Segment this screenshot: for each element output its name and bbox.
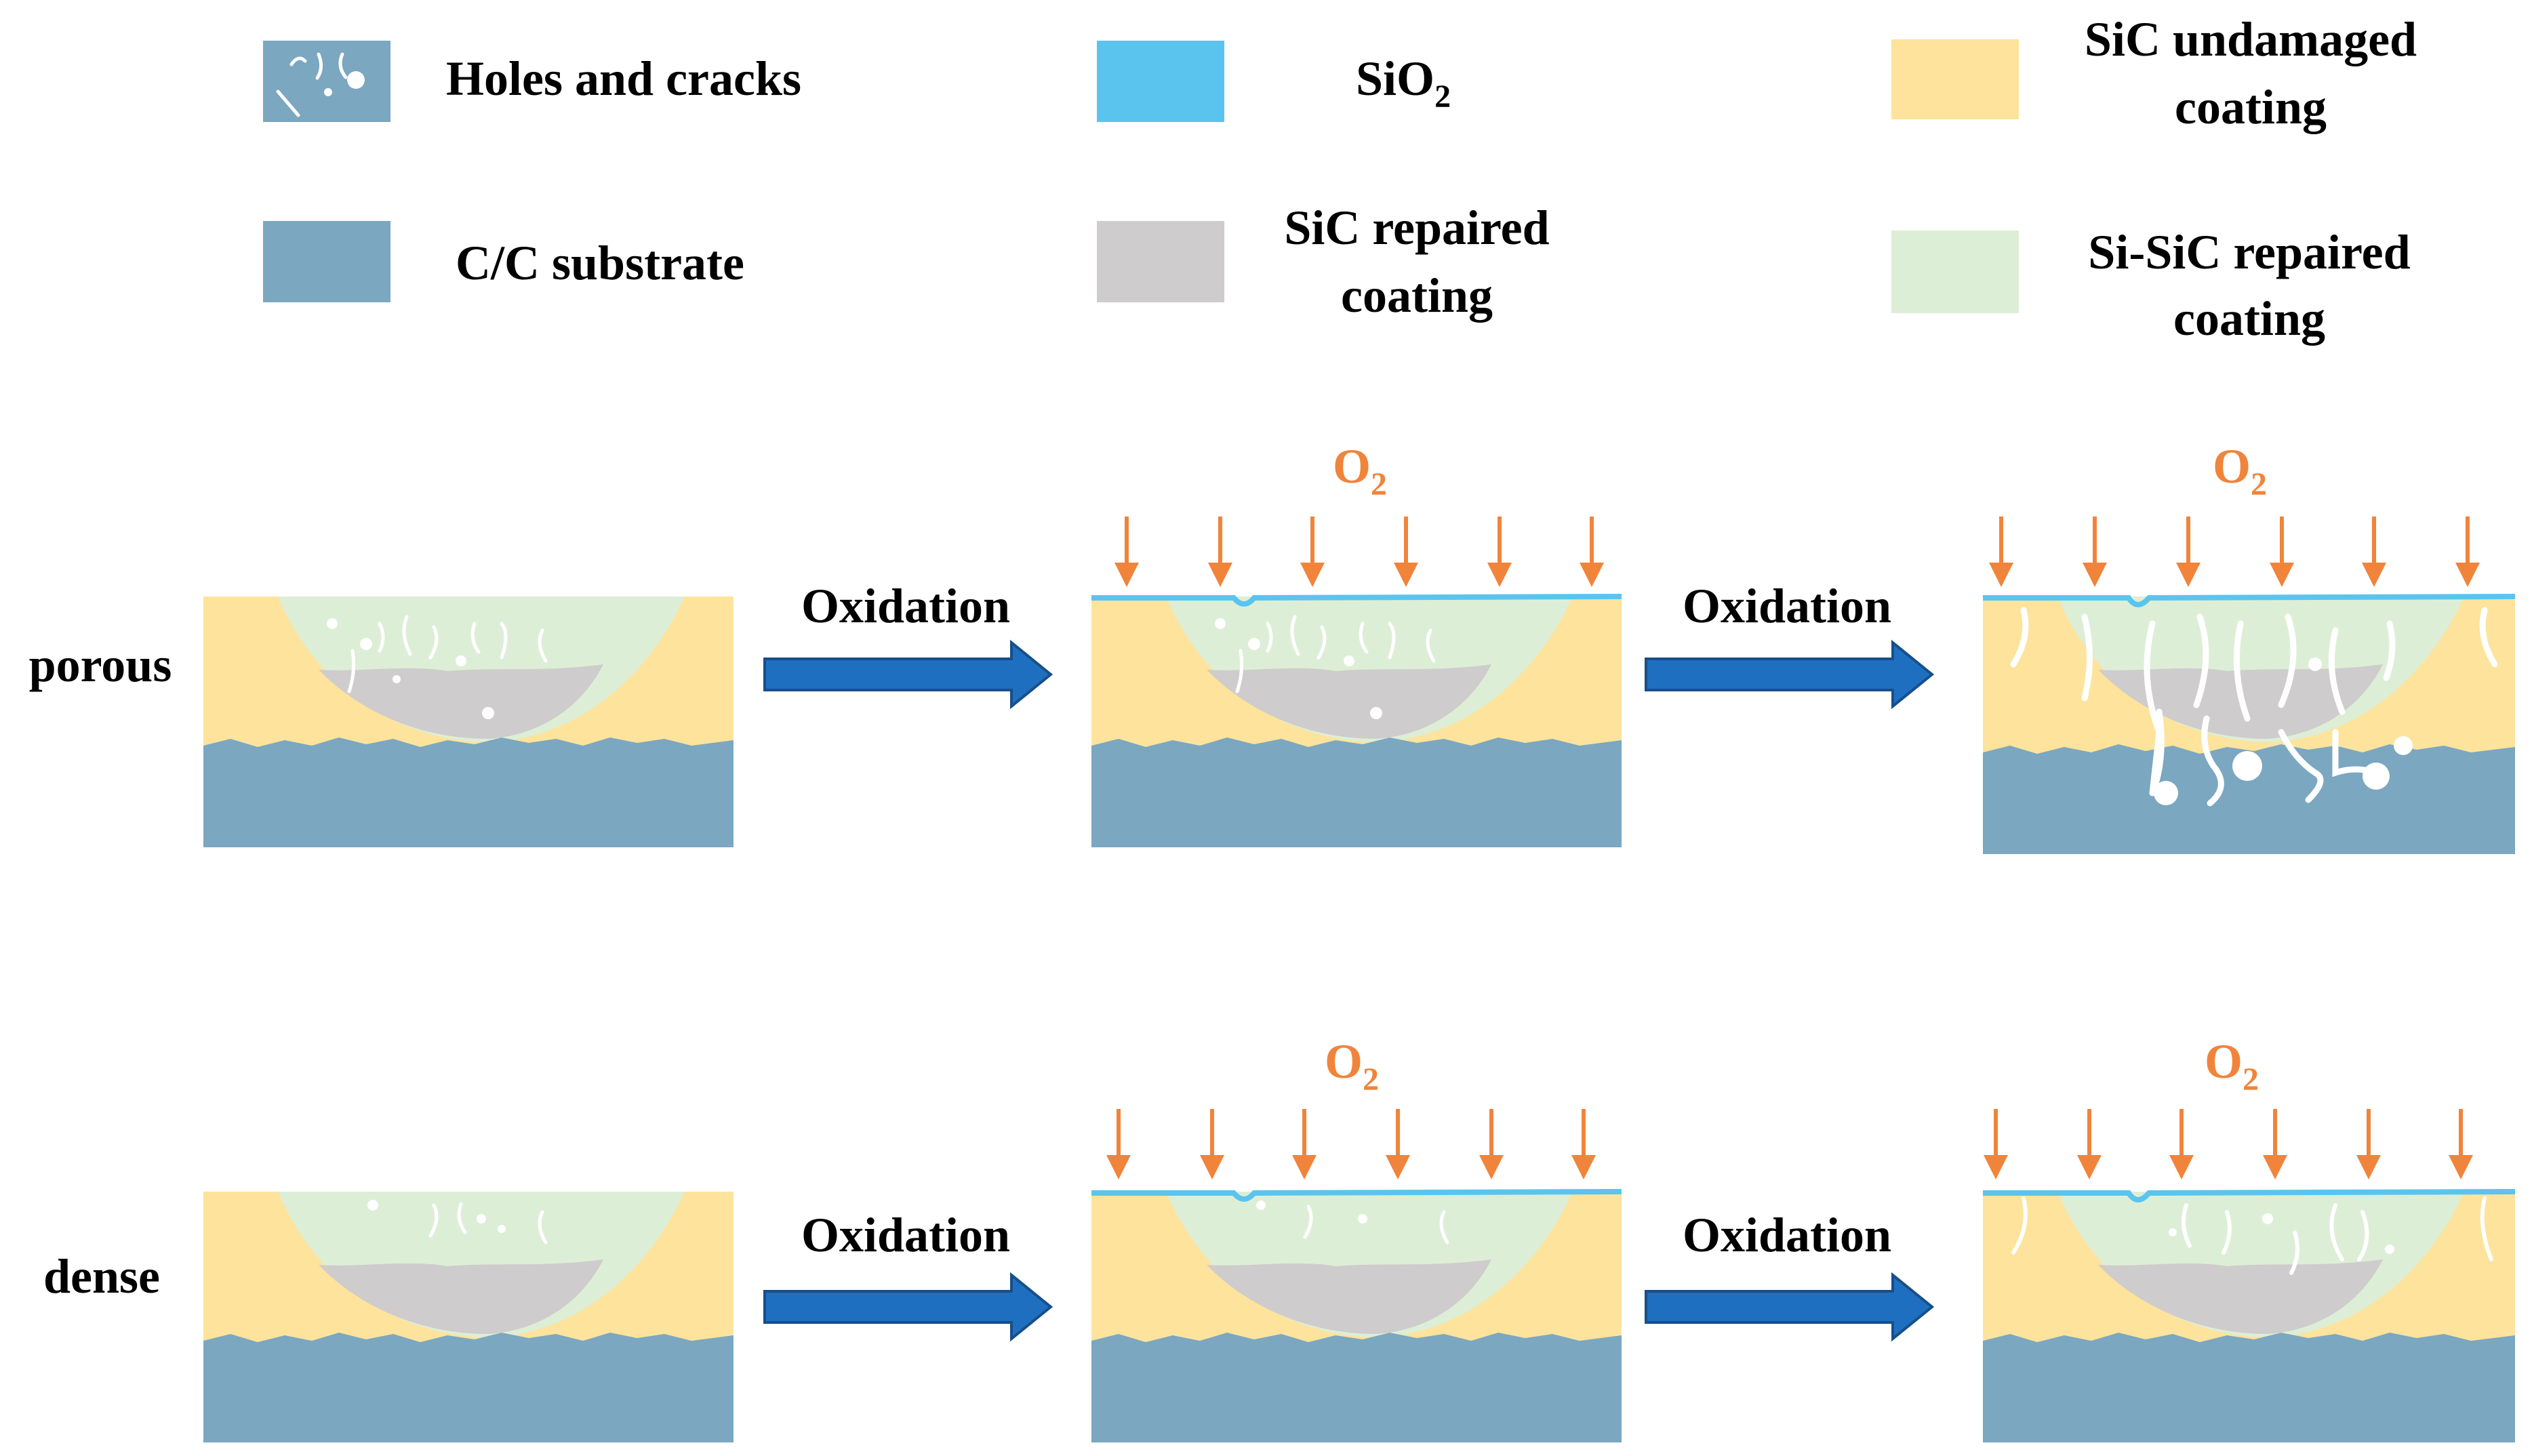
legend-label-sic-undamaged-2: coating (2175, 80, 2327, 134)
panel-dense-initial (203, 1192, 734, 1442)
row-label-porous: porous (29, 638, 172, 692)
oxidation-arrow-dense-1: Oxidation (763, 1208, 1053, 1342)
oxidation-label-porous-2: Oxidation (1683, 579, 1891, 633)
holes-and-cracks (1256, 1200, 1449, 1245)
legend-item-sic-repaired: SiC repaired coating (1097, 201, 1550, 323)
legend-label-sic-repaired-2: coating (1341, 268, 1493, 323)
panel-porous-oxidized-2 (1983, 594, 2516, 854)
oxidation-arrow-porous-2: Oxidation (1645, 579, 1935, 710)
panel-porous-oxidized-1 (1091, 594, 1622, 847)
oxidation-label-dense-2: Oxidation (1683, 1208, 1891, 1262)
legend-label-sio2: SiO2 (1356, 52, 1451, 115)
legend-item-sisic-repaired: Si-SiC repaired coating (1891, 225, 2411, 346)
oxygen-arrows-dense-2 (1984, 1109, 2473, 1179)
legend-item-sic-undamaged: SiC undamaged coating (1891, 12, 2417, 134)
legend-label-cc: C/C substrate (456, 236, 744, 290)
cc-substrate-swatch (263, 221, 390, 302)
holes-and-cracks (327, 615, 548, 719)
legend-label-holes: Holes and cracks (446, 52, 801, 106)
cc-substrate-layer (1983, 1333, 2515, 1442)
oxidation-label-porous-1: Oxidation (801, 579, 1010, 633)
panel-porous-initial (203, 596, 734, 847)
legend-label-sisic-repaired-2: coating (2173, 291, 2325, 346)
panel-dense-oxidized-1 (1091, 1189, 1622, 1442)
o2-label-porous-2: O2 (2213, 439, 2267, 502)
sic-repaired-region (319, 664, 603, 739)
holes-and-cracks (367, 1200, 548, 1245)
o2-label-dense-1: O2 (1325, 1034, 1379, 1097)
sio2-layer (1983, 594, 2516, 607)
sic-repaired-region (2098, 1259, 2383, 1334)
cc-substrate-layer (203, 737, 734, 847)
sio2-layer (1091, 594, 1622, 607)
legend: Holes and cracks SiO2 SiC undamaged coat… (263, 12, 2417, 346)
cc-substrate-layer (203, 1333, 734, 1442)
legend-item-sio2: SiO2 (1097, 41, 1451, 122)
oxygen-arrows-dense-1 (1106, 1109, 1596, 1179)
oxidation-arrow-dense-2: Oxidation (1645, 1208, 1935, 1342)
oxidation-label-dense-1: Oxidation (801, 1208, 1010, 1262)
cc-substrate-layer (1091, 1333, 1622, 1442)
holes-and-cracks (2011, 1196, 2493, 1275)
sic-undamaged-swatch (1891, 39, 2019, 119)
holes-and-cracks-icon (276, 52, 365, 117)
oxidation-arrow-shape (1645, 639, 1935, 710)
holes-and-cracks (2010, 607, 2498, 807)
cc-substrate-layer (1091, 737, 1622, 847)
sio2-layer (1983, 1189, 2516, 1202)
sic-repaired-swatch (1097, 221, 1224, 302)
oxidation-arrow-shape (763, 639, 1053, 710)
oxidation-arrow-shape (763, 1272, 1053, 1342)
legend-label-sic-undamaged-1: SiC undamaged (2085, 12, 2417, 66)
sio2-swatch (1097, 41, 1224, 122)
oxidation-arrow-porous-1: Oxidation (763, 579, 1053, 710)
sio2-layer (1091, 1189, 1622, 1202)
sisic-repaired-swatch (1891, 230, 2019, 313)
oxidation-arrow-shape (1645, 1272, 1935, 1342)
oxygen-arrows-porous-1 (1114, 517, 1604, 587)
panel-dense-oxidized-2 (1983, 1189, 2516, 1442)
legend-item-holes: Holes and cracks (263, 41, 801, 122)
sic-repaired-region (1207, 1259, 1491, 1334)
sic-repaired-region (1207, 664, 1491, 739)
legend-label-sic-repaired-1: SiC repaired (1284, 201, 1549, 255)
holes-and-cracks-swatch (263, 41, 390, 122)
o2-label-porous-1: O2 (1333, 439, 1387, 502)
row-label-dense: dense (43, 1249, 160, 1303)
sic-repaired-region (319, 1259, 603, 1334)
o2-label-dense-2: O2 (2205, 1034, 2259, 1097)
legend-label-sisic-repaired-1: Si-SiC repaired (2088, 225, 2410, 279)
oxygen-arrows-porous-2 (1989, 517, 2480, 587)
holes-and-cracks (1215, 615, 1436, 719)
legend-item-cc: C/C substrate (263, 221, 744, 302)
